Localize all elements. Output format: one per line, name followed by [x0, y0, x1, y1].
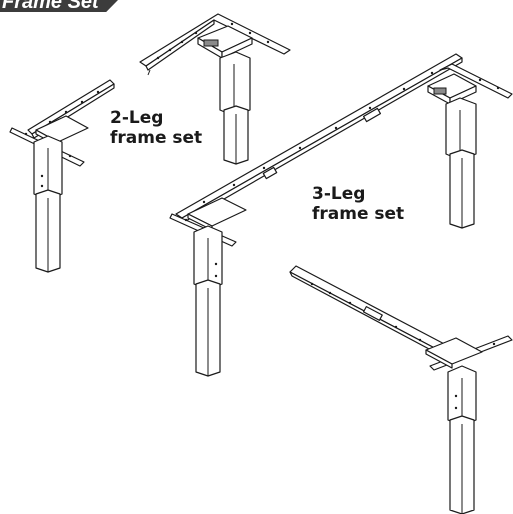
three-leg-label-line2: frame set: [312, 204, 405, 224]
two-leg-label-line1: 2-Leg: [110, 108, 164, 128]
three-leg-frame-main-beam: [175, 53, 463, 223]
header-background: [0, 0, 118, 12]
two-leg-label: 2-Leg frame set: [110, 108, 202, 148]
two-leg-frame-front-leg: [9, 79, 115, 273]
section-title: Frame Set: [2, 0, 99, 13]
section-header-tab: Frame Set: [0, 0, 130, 13]
three-leg-label-line1: 3-Leg: [312, 184, 366, 204]
three-leg-frame-right-front-leg: [289, 265, 513, 514]
two-leg-label-line2: frame set: [110, 128, 203, 148]
three-leg-label: 3-Leg frame set: [312, 184, 404, 224]
three-leg-frame-left-front-leg: [169, 197, 247, 377]
two-leg-frame-rear-leg: [139, 13, 291, 165]
three-leg-frame-right-rear-leg: [427, 63, 513, 229]
